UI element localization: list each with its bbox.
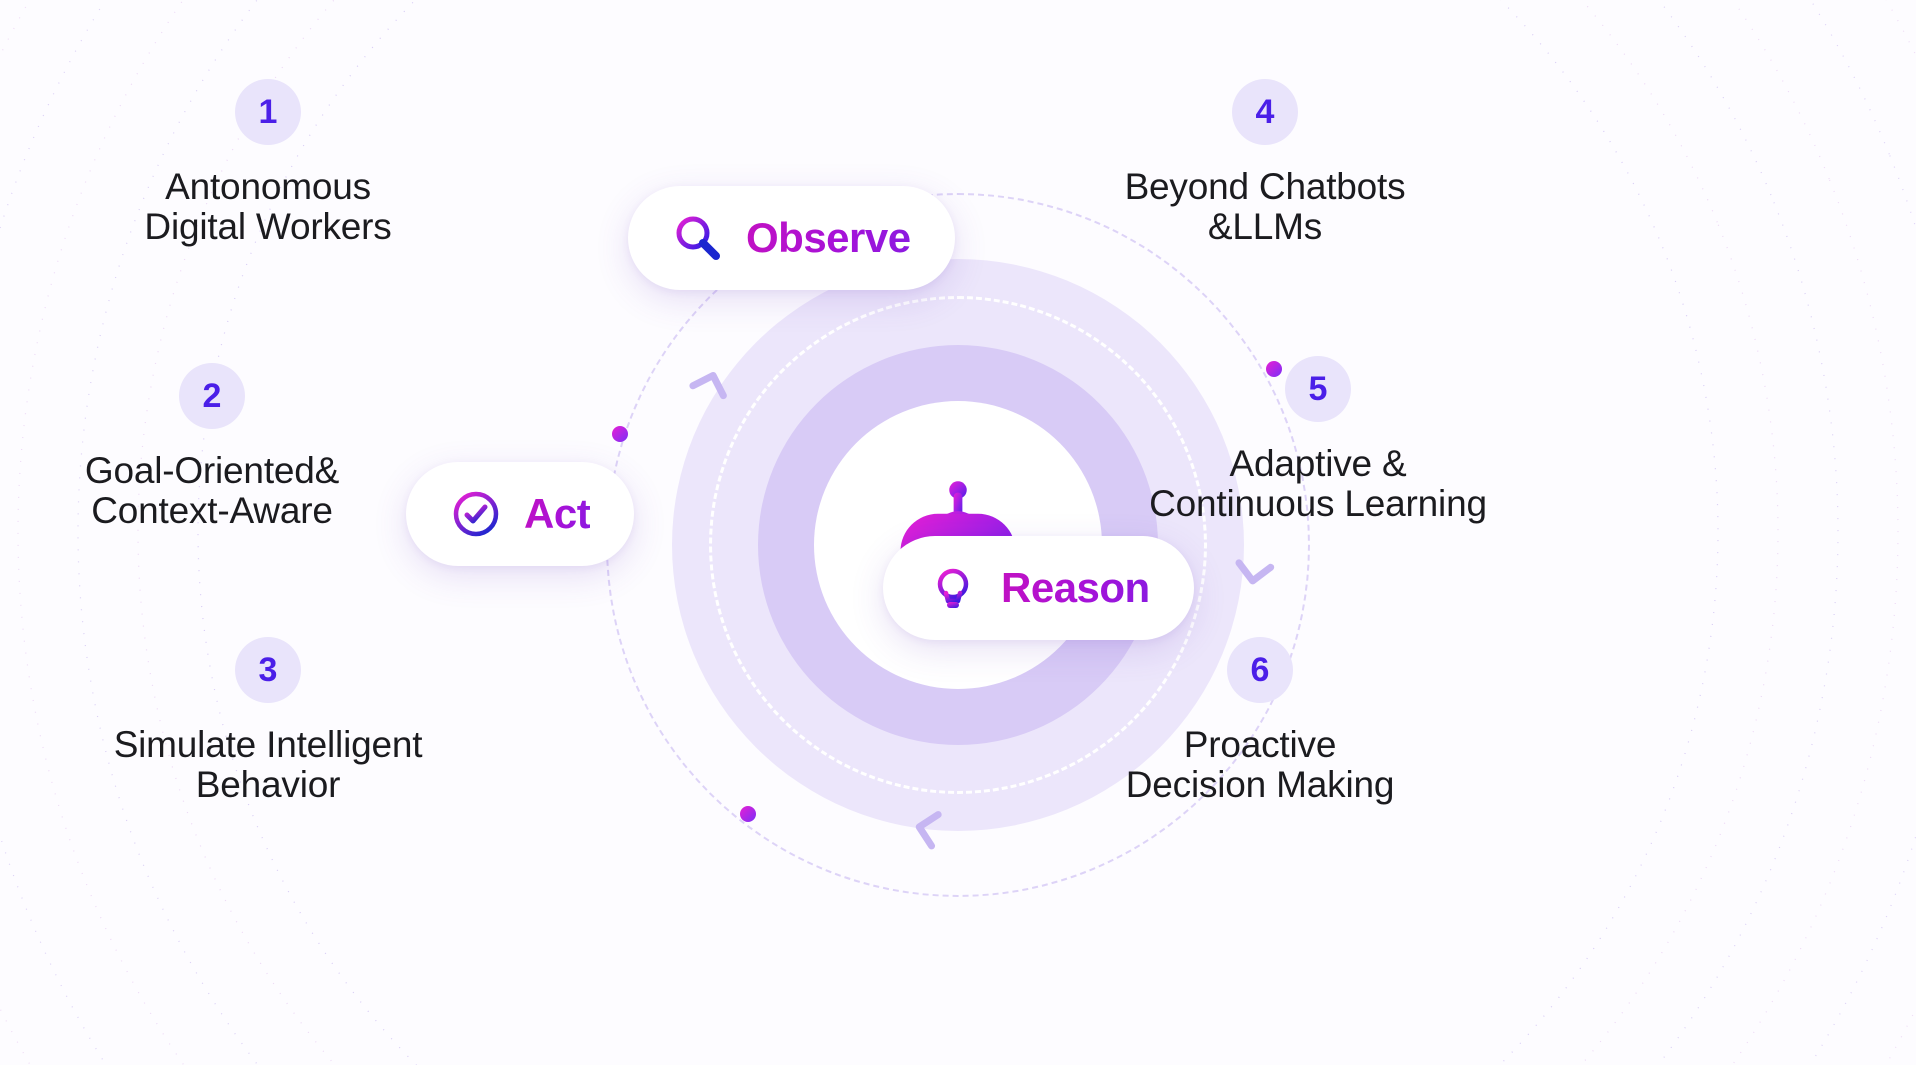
- feature-label: Goal-Oriented& Context-Aware: [85, 451, 339, 531]
- chevron-arrow-icon: [1235, 559, 1275, 585]
- feature-item-6: 6 Proactive Decision Making: [1050, 637, 1470, 805]
- cycle-pill-label: Act: [524, 490, 591, 537]
- feature-label-line2: &LLMs: [1207, 205, 1323, 247]
- feature-badge-number: 1: [235, 79, 301, 145]
- feature-label: Simulate Intelligent Behavior: [114, 725, 423, 805]
- orbit-dot: [1266, 361, 1282, 377]
- feature-item-5: 5 Adaptive & Continuous Learning: [1108, 356, 1528, 524]
- magnifier-icon: [676, 216, 720, 260]
- cycle-pill-act[interactable]: Act: [406, 462, 635, 566]
- cycle-pill-reason[interactable]: Reason: [883, 536, 1194, 640]
- feature-label-line2: Decision Making: [1125, 763, 1395, 805]
- cycle-pill-label: Reason: [1001, 564, 1150, 611]
- feature-label: Antonomous Digital Workers: [144, 167, 391, 247]
- feature-label-line1: Adaptive &: [1229, 443, 1407, 484]
- cycle-pill-label: Observe: [746, 214, 911, 261]
- orbit-dot: [612, 426, 628, 442]
- feature-badge-number: 6: [1227, 637, 1293, 703]
- feature-label-line2: Continuous Learning: [1149, 482, 1487, 524]
- orbit-dot: [740, 806, 756, 822]
- feature-label-line1: Antonomous: [165, 166, 371, 207]
- lightbulb-icon: [937, 568, 969, 608]
- chevron-arrow-icon: [689, 371, 727, 400]
- inner-dashed-ring: [709, 296, 1207, 794]
- feature-label-line2: Context-Aware: [91, 489, 333, 531]
- feature-item-1: 1 Antonomous Digital Workers: [58, 79, 478, 247]
- feature-label-line1: Proactive: [1183, 724, 1337, 765]
- feature-label-line1: Simulate Intelligent: [113, 724, 423, 765]
- check-circle-icon: [453, 491, 499, 537]
- feature-badge-number: 5: [1285, 356, 1351, 422]
- feature-badge-number: 4: [1232, 79, 1298, 145]
- feature-label: Adaptive & Continuous Learning: [1149, 444, 1487, 524]
- feature-item-4: 4 Beyond Chatbots &LLMs: [1055, 79, 1475, 247]
- feature-item-3: 3 Simulate Intelligent Behavior: [58, 637, 478, 805]
- feature-item-2: 2 Goal-Oriented& Context-Aware: [2, 363, 422, 531]
- feature-label-line2: Behavior: [195, 763, 341, 805]
- feature-badge-number: 2: [179, 363, 245, 429]
- cycle-pill-observe[interactable]: Observe: [628, 186, 955, 290]
- feature-label-line1: Beyond Chatbots: [1124, 166, 1406, 207]
- feature-label-line2: Digital Workers: [144, 205, 392, 247]
- feature-label: Proactive Decision Making: [1125, 724, 1395, 805]
- feature-badge-number: 3: [235, 637, 301, 703]
- feature-label: Beyond Chatbots &LLMs: [1125, 167, 1406, 247]
- feature-label-line1: Goal-Oriented&: [84, 450, 340, 491]
- chevron-arrow-icon: [915, 811, 942, 850]
